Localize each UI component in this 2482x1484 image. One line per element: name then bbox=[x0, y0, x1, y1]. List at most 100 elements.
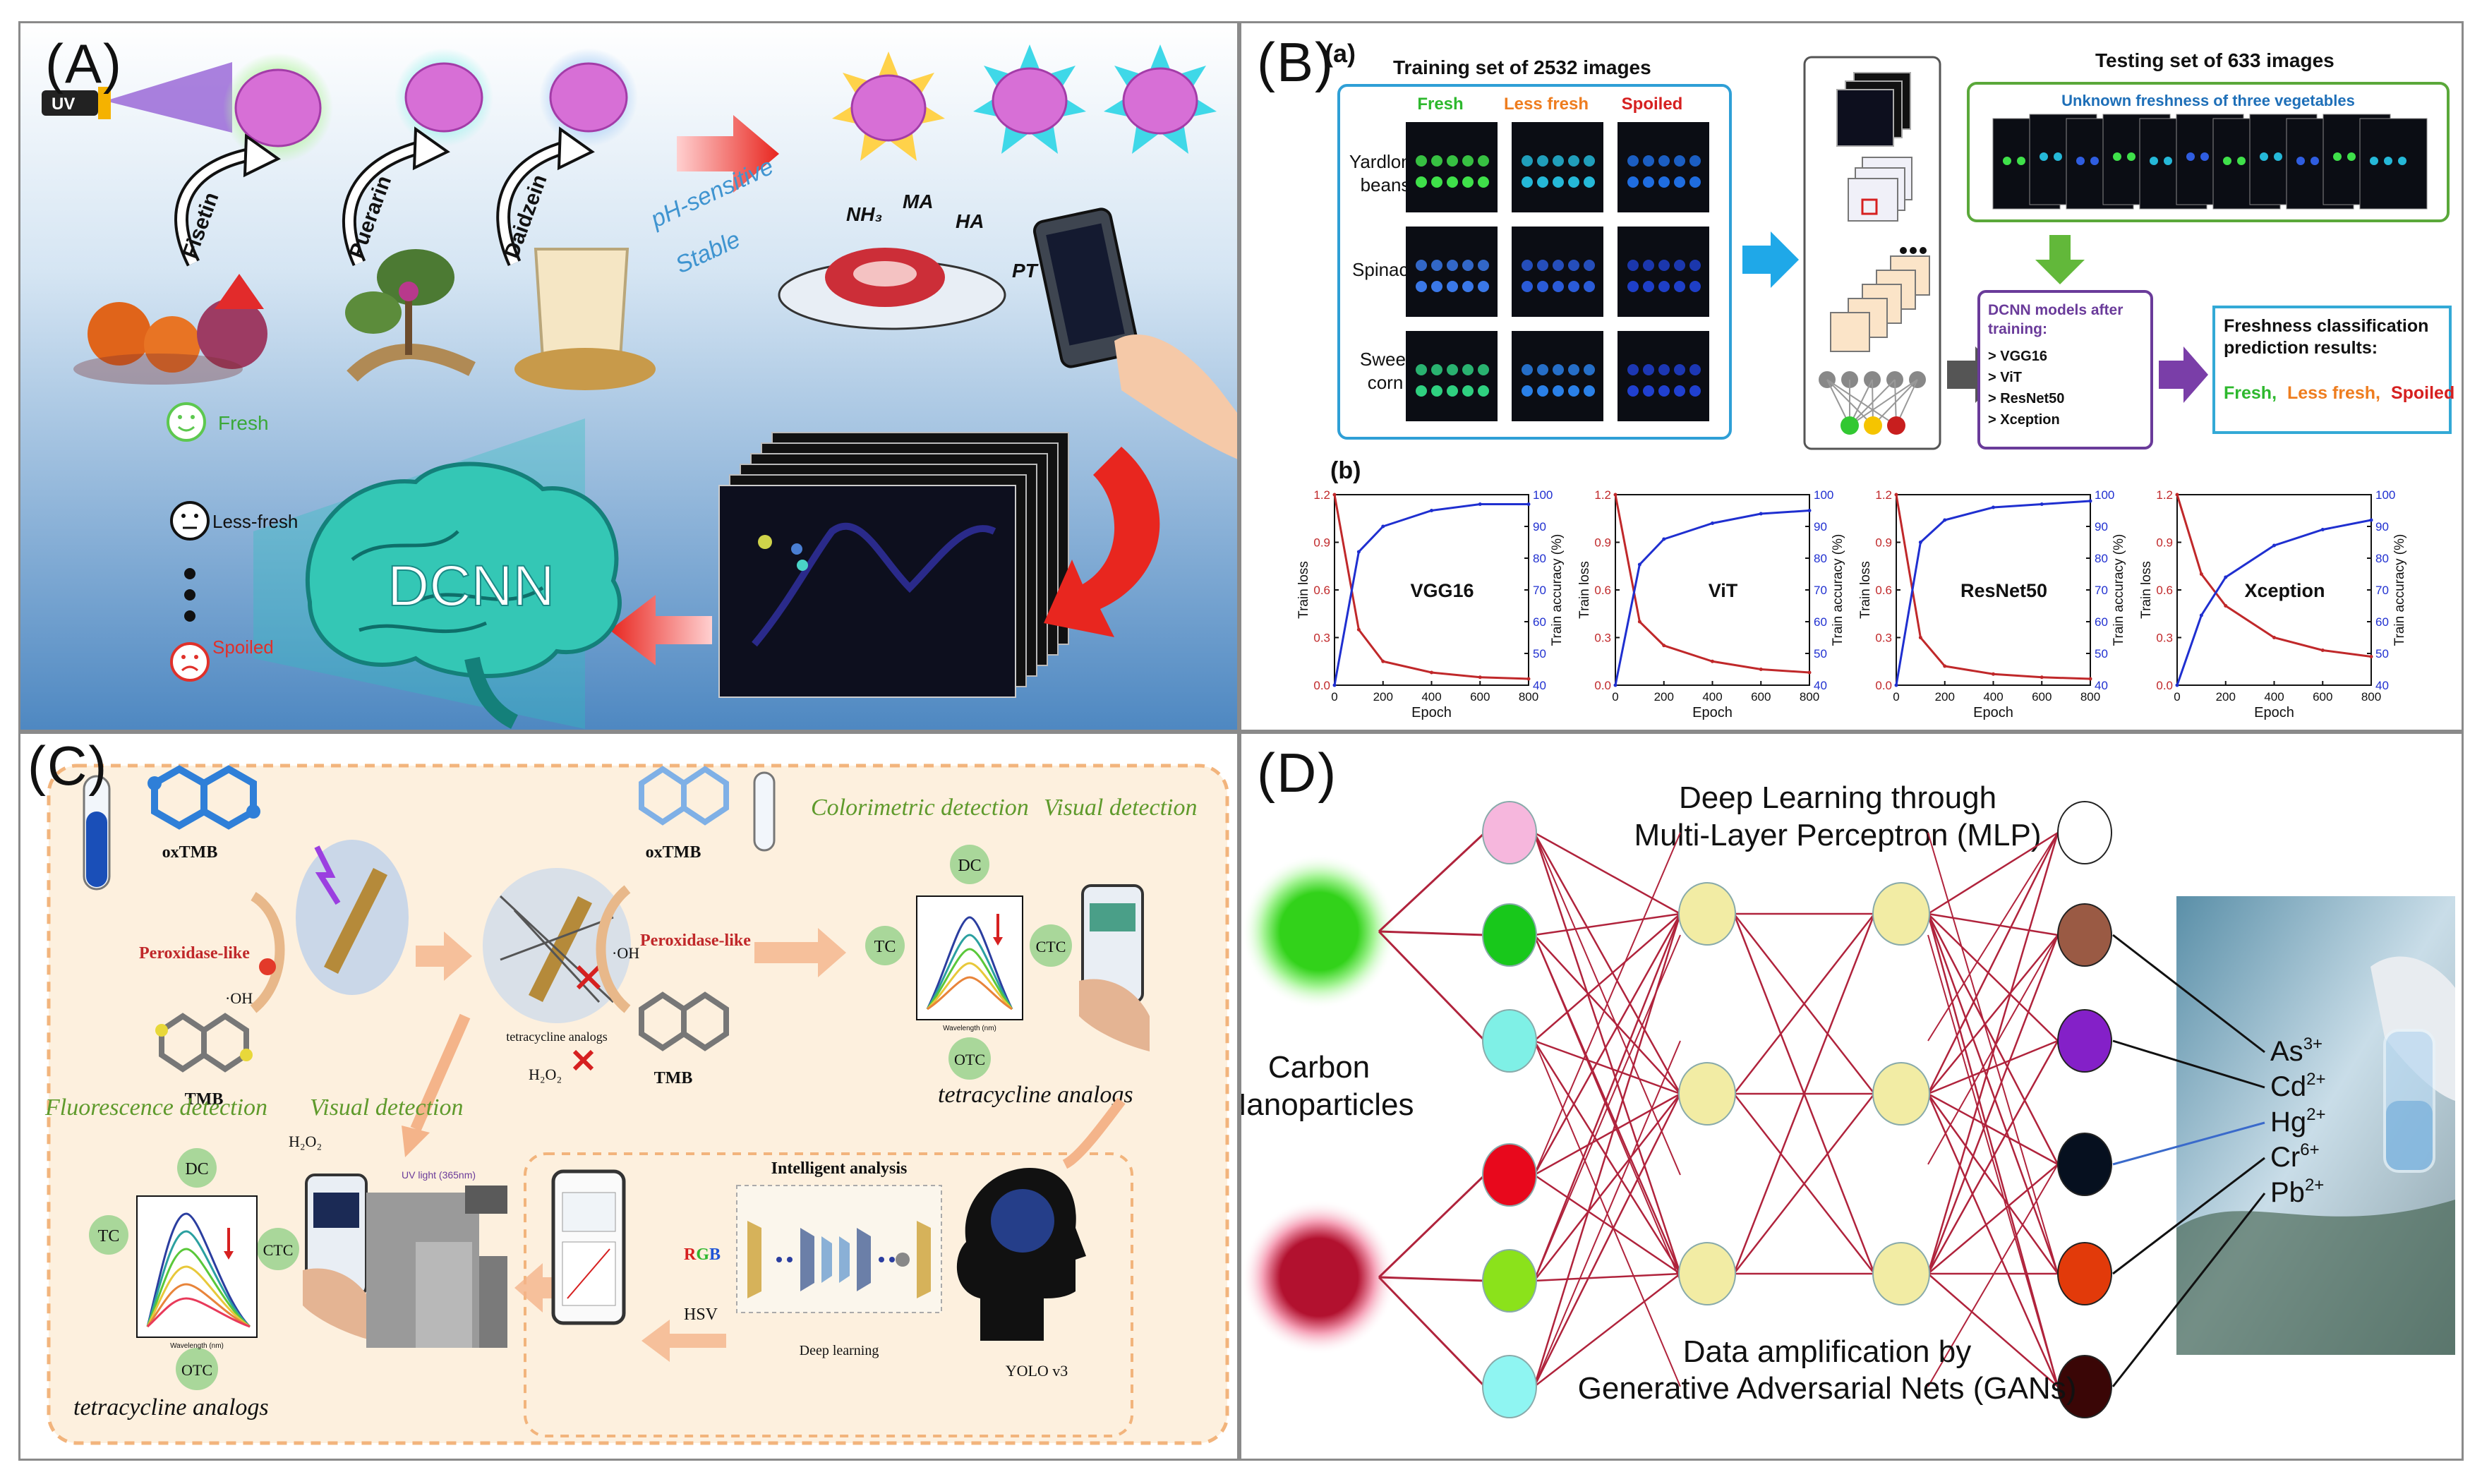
fluorescence-spectrum: Wavelength (nm) bbox=[136, 1195, 258, 1350]
head-silhouette-icon bbox=[956, 1168, 1086, 1341]
panel-a: UV Fisetin Puerarin bbox=[18, 21, 1239, 732]
training-image bbox=[1512, 331, 1603, 421]
output-node bbox=[2057, 1242, 2112, 1305]
mlp-edge bbox=[1927, 832, 2059, 1094]
sensor-dot bbox=[2260, 152, 2268, 161]
y2-tick-label: 40 bbox=[1814, 679, 1827, 692]
panel-d-figure: Deep Learning through Multi-Layer Percep… bbox=[1241, 780, 2455, 1418]
mlp-edge bbox=[1533, 1093, 1682, 1387]
mlp-edge bbox=[1927, 934, 2059, 1165]
sensor-dot bbox=[1537, 155, 1548, 167]
gas-pt-label: PT bbox=[1012, 260, 1040, 282]
yolo-label: YOLO v3 bbox=[1006, 1362, 1068, 1380]
carbon-label-2: Nanoparticles bbox=[1241, 1087, 1414, 1122]
training-image-grid bbox=[1406, 122, 1709, 421]
ion-charge: 2+ bbox=[2306, 1070, 2325, 1089]
sensor-dot bbox=[1627, 281, 1639, 292]
dcnn-label: DCNN bbox=[387, 554, 555, 618]
mlp-edge bbox=[1534, 1272, 1681, 1282]
y2-tick-label: 70 bbox=[1533, 584, 1546, 597]
carbon-np-green bbox=[1241, 854, 1397, 1009]
ellipsis-dot bbox=[184, 589, 195, 601]
sensor-dot bbox=[1416, 281, 1427, 292]
ion-labels: As3+Cd2+Hg2+Cr6+Pb2+ bbox=[2111, 934, 2326, 1387]
y2-tick-label: 90 bbox=[2095, 520, 2108, 533]
blue-arrow bbox=[1742, 231, 1799, 288]
testing-title: Testing set of 633 images bbox=[2095, 49, 2335, 71]
sensor-dot bbox=[1522, 155, 1533, 167]
sensor-dot bbox=[1447, 176, 1458, 188]
x-tick-label: 200 bbox=[1654, 690, 1674, 704]
y-tick-label: 0.0 bbox=[1875, 679, 1892, 692]
ion-leader-line bbox=[2112, 934, 2265, 1054]
x-tick-label: 0 bbox=[1331, 690, 1337, 704]
model-xception: > Xception bbox=[1988, 412, 2060, 428]
sensor-dot bbox=[2054, 152, 2062, 161]
y2-tick-label: 90 bbox=[2375, 520, 2389, 533]
sensor-dot bbox=[2017, 157, 2025, 165]
mlp-edge bbox=[1927, 832, 2059, 1042]
ellipsis-dot bbox=[184, 568, 195, 579]
y2-tick-label: 50 bbox=[2095, 647, 2108, 660]
oxtmb-label-1: oxTMB bbox=[162, 843, 218, 862]
sensor-dot bbox=[2311, 157, 2319, 165]
train-accuracy-point bbox=[1992, 505, 1995, 509]
train-loss-point bbox=[1759, 668, 1763, 671]
sensor-dot bbox=[1689, 260, 1701, 271]
sensor-dot bbox=[1584, 364, 1595, 375]
model-vit: > ViT bbox=[1988, 370, 2022, 385]
star-probe-1 bbox=[832, 52, 945, 161]
uv-light-label: UV light (365nm) bbox=[402, 1169, 476, 1181]
ion-charge: 2+ bbox=[2306, 1105, 2325, 1124]
water-sample-photo bbox=[2176, 896, 2455, 1355]
row-sweet: Sweet bbox=[1360, 349, 1411, 370]
testing-image-stack bbox=[1992, 114, 2428, 210]
mlp-edge bbox=[1927, 934, 2059, 1387]
analog-dc-top bbox=[950, 845, 989, 884]
prediction-box bbox=[2212, 306, 2452, 434]
sensor-dot bbox=[1674, 260, 1685, 271]
sensor-dot bbox=[1416, 364, 1427, 375]
sensor-dot bbox=[1553, 155, 1564, 167]
analog-tc-bottom bbox=[89, 1215, 128, 1255]
mlp-edge bbox=[1927, 913, 2059, 1042]
purple-arrow bbox=[2159, 346, 2208, 403]
tetra-small-label: tetracycline analogs bbox=[506, 1030, 607, 1044]
sensor-dot bbox=[1643, 260, 1654, 271]
sensor-dot bbox=[1568, 364, 1579, 375]
sensor-dot bbox=[1658, 281, 1670, 292]
x-tick-label: 600 bbox=[2313, 690, 2332, 704]
panel-a-figure: UV Fisetin Puerarin bbox=[20, 23, 1237, 730]
pred-results: Fresh, Less fresh, Spoiled bbox=[2224, 383, 2454, 403]
analog-ctc-bottom bbox=[257, 1228, 299, 1270]
carbon-np-red bbox=[1241, 1200, 1397, 1355]
sensor-dot bbox=[1447, 155, 1458, 167]
input-node bbox=[1482, 801, 1537, 864]
ion-base: Cr bbox=[2270, 1142, 2300, 1173]
pred-fresh: Fresh, bbox=[2224, 383, 2277, 403]
probe-green bbox=[223, 53, 333, 163]
output-node bbox=[2057, 1355, 2112, 1418]
train-loss-point bbox=[1662, 644, 1666, 648]
x-axis-label: Epoch bbox=[1411, 705, 1452, 720]
sensor-dot bbox=[1447, 260, 1458, 271]
sensor-dot bbox=[1584, 281, 1595, 292]
sensor-dot bbox=[1537, 281, 1548, 292]
sensor-dot bbox=[1462, 155, 1474, 167]
sensor-dot bbox=[1584, 155, 1595, 167]
strawberry-onion-icon bbox=[73, 274, 267, 385]
y-tick-label: 0.0 bbox=[1594, 679, 1611, 692]
mlp-nodes bbox=[1482, 801, 2112, 1418]
chart-title: ResNet50 bbox=[1960, 580, 2047, 601]
sensor-dot bbox=[1447, 281, 1458, 292]
curved-red-arrow bbox=[1044, 447, 1160, 637]
sensor-dot bbox=[1537, 364, 1548, 375]
sensor-dot bbox=[1478, 260, 1489, 271]
fluorescence-label: Fluorescence detection bbox=[44, 1094, 267, 1121]
sensor-dot bbox=[1431, 176, 1442, 188]
sensor-dot bbox=[1627, 155, 1639, 167]
sensor-dot bbox=[1568, 176, 1579, 188]
uv-flashlight-icon: UV bbox=[42, 62, 232, 133]
train-loss-point bbox=[2224, 604, 2228, 608]
